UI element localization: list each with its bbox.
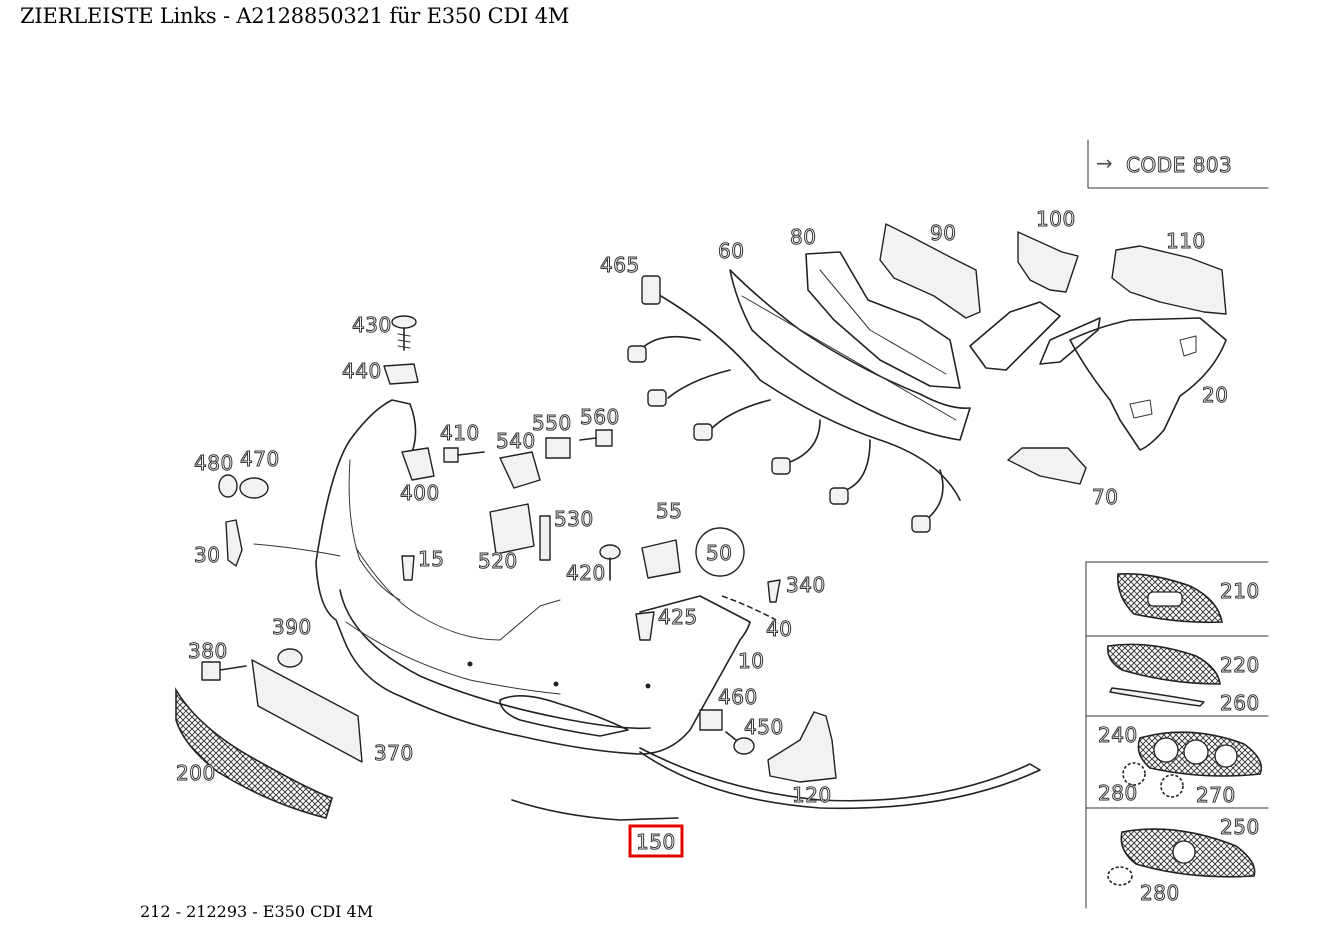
callout-150[interactable]: 150 <box>636 830 676 855</box>
fog-lamp-400[interactable] <box>401 447 435 481</box>
callout-425[interactable]: 425 <box>658 605 698 630</box>
absorber-110[interactable] <box>1111 245 1227 315</box>
sensor-540[interactable] <box>499 451 541 489</box>
callout-340[interactable]: 340 <box>786 573 826 598</box>
bolt-410[interactable] <box>443 447 485 463</box>
callout-420[interactable]: 420 <box>566 561 606 586</box>
trim-strip-260[interactable] <box>1109 687 1205 707</box>
page-title: ZIERLEISTE Links - A2128850321 für E350 … <box>20 4 570 28</box>
callout-250[interactable]: 250 <box>1220 815 1260 840</box>
callout-10[interactable]: 10 <box>738 649 765 674</box>
callout-labels: 465 60 80 90 100 110 430 440 20 410 540 … <box>176 207 1260 906</box>
code-803-box: → CODE 803 <box>1087 139 1269 189</box>
screw-430[interactable] <box>391 315 417 351</box>
callout-390[interactable]: 390 <box>272 615 312 640</box>
grommet-470[interactable] <box>239 477 269 499</box>
grille-insert-220[interactable] <box>1106 643 1221 685</box>
callout-280-b[interactable]: 280 <box>1140 881 1180 906</box>
callout-100[interactable]: 100 <box>1036 207 1076 232</box>
fog-light-grille-210[interactable] <box>1117 572 1223 624</box>
bracket-550[interactable] <box>545 437 571 459</box>
bolt-450[interactable] <box>725 731 755 755</box>
callout-200[interactable]: 200 <box>176 761 216 786</box>
highlight-box-150 <box>628 824 684 858</box>
grille-insert-250[interactable] <box>1120 828 1256 878</box>
callout-55[interactable]: 55 <box>656 499 683 524</box>
bracket-upper-left[interactable] <box>969 301 1101 371</box>
callout-450[interactable]: 450 <box>744 715 784 740</box>
callout-480[interactable]: 480 <box>194 451 234 476</box>
ring-280-b[interactable] <box>1107 866 1133 886</box>
clip-15[interactable] <box>401 555 415 581</box>
bolt-420[interactable] <box>599 544 621 581</box>
callout-370[interactable]: 370 <box>374 741 414 766</box>
bolt-560[interactable] <box>579 429 613 447</box>
nut-460[interactable] <box>699 709 723 731</box>
bracket-530[interactable] <box>539 515 551 561</box>
callout-540[interactable]: 540 <box>496 429 536 454</box>
clip-425[interactable] <box>635 611 655 641</box>
nut-390[interactable] <box>277 648 303 668</box>
bracket-90[interactable] <box>879 223 981 319</box>
callout-60[interactable]: 60 <box>718 239 745 264</box>
support-frame-80[interactable] <box>805 251 961 389</box>
callout-550[interactable]: 550 <box>532 411 572 436</box>
clip-440[interactable] <box>383 363 419 385</box>
code-label: CODE 803 <box>1126 153 1232 177</box>
callout-40[interactable]: 40 <box>766 617 793 642</box>
callout-470[interactable]: 470 <box>240 447 280 472</box>
callout-400[interactable]: 400 <box>400 481 440 506</box>
callout-120[interactable]: 120 <box>792 783 832 808</box>
ring-280-a[interactable] <box>1122 762 1146 786</box>
callout-15[interactable]: 15 <box>418 547 445 572</box>
bracket-55[interactable] <box>641 539 681 579</box>
clip-340[interactable] <box>767 579 781 603</box>
grille-insert-240[interactable] <box>1137 731 1263 777</box>
detail-circle-50 <box>695 527 745 577</box>
callout-560[interactable]: 560 <box>580 405 620 430</box>
callout-70[interactable]: 70 <box>1092 485 1119 510</box>
impact-absorber-60[interactable] <box>729 269 971 441</box>
grille-200[interactable] <box>175 687 333 819</box>
bolt-380[interactable] <box>201 661 247 681</box>
callout-20[interactable]: 20 <box>1202 383 1229 408</box>
callout-210[interactable]: 210 <box>1220 579 1260 604</box>
callout-240[interactable]: 240 <box>1098 723 1138 748</box>
inset-panels <box>1085 561 1269 909</box>
license-bracket-370[interactable] <box>251 659 363 763</box>
callout-440[interactable]: 440 <box>342 359 382 384</box>
callout-520[interactable]: 520 <box>478 549 518 574</box>
trim-strip-150[interactable] <box>511 747 1041 821</box>
callout-380[interactable]: 380 <box>188 639 228 664</box>
bumper-cover-10[interactable] <box>315 399 751 755</box>
callout-465[interactable]: 465 <box>600 253 640 278</box>
callout-30[interactable]: 30 <box>194 543 221 568</box>
callout-50[interactable]: 50 <box>706 541 733 566</box>
grommet-480[interactable] <box>218 474 238 498</box>
callout-460[interactable]: 460 <box>718 685 758 710</box>
callout-110[interactable]: 110 <box>1166 229 1206 254</box>
footer-model-code: 212 - 212293 - E350 CDI 4M <box>140 902 374 921</box>
callout-260[interactable]: 260 <box>1220 691 1260 716</box>
callout-280-a[interactable]: 280 <box>1098 781 1138 806</box>
callout-220[interactable]: 220 <box>1220 653 1260 678</box>
callout-270[interactable]: 270 <box>1196 783 1236 808</box>
callout-410[interactable]: 410 <box>440 421 480 446</box>
bracket-20[interactable] <box>1069 317 1227 451</box>
control-unit-520[interactable] <box>489 503 535 555</box>
callout-80[interactable]: 80 <box>790 225 817 250</box>
bracket-30[interactable] <box>225 519 341 567</box>
callout-430[interactable]: 430 <box>352 313 392 338</box>
wiring-harness-465[interactable] <box>627 275 961 533</box>
bracket-100[interactable] <box>1017 231 1079 293</box>
callout-90[interactable]: 90 <box>930 221 957 246</box>
callout-530[interactable]: 530 <box>554 507 594 532</box>
trim-strip-40[interactable] <box>721 595 777 621</box>
bracket-70[interactable] <box>1007 447 1087 485</box>
code-arrow-icon: → <box>1096 151 1113 175</box>
bracket-120[interactable] <box>767 711 837 783</box>
ring-270[interactable] <box>1160 774 1184 798</box>
